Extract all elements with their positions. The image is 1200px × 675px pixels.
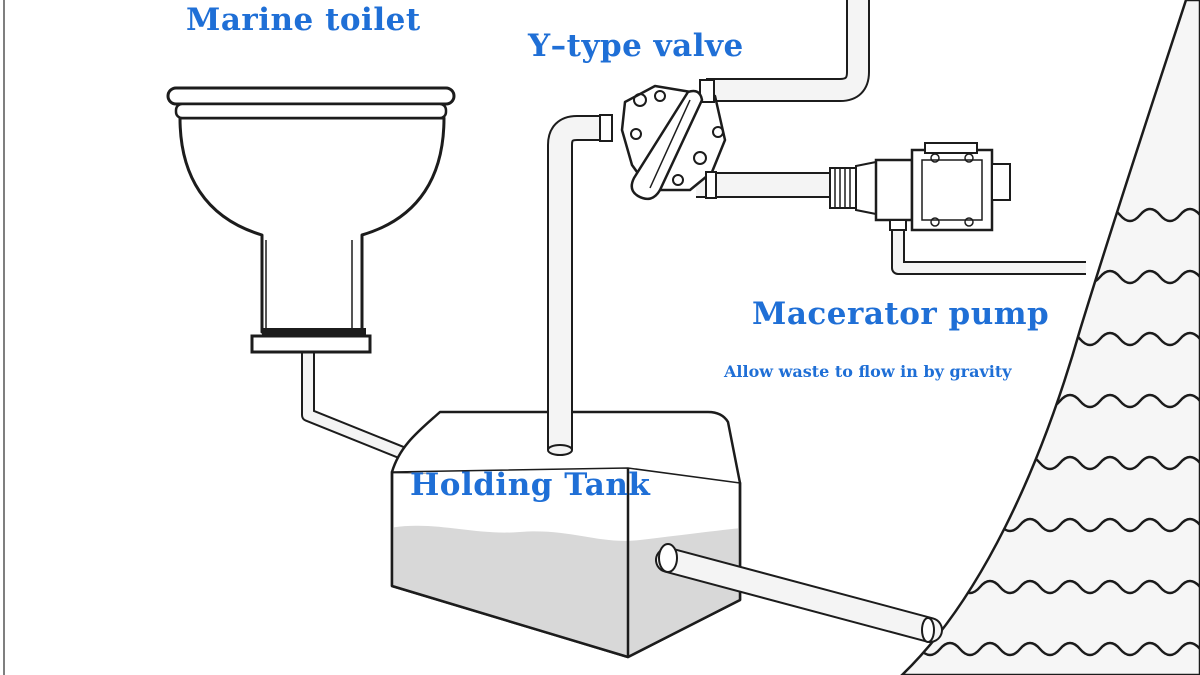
marine-toilet-icon: [166, 86, 456, 354]
hull-water-waves-icon: [900, 0, 1200, 675]
water-wave-line: [902, 641, 1200, 657]
y-valve-label: Y–type valve: [528, 28, 744, 64]
macerator-pump-icon: [829, 142, 1011, 232]
marine-toilet-label: Marine toilet: [186, 2, 421, 38]
holding-tank-label: Holding Tank: [410, 467, 651, 503]
pipe-tank-to-valve: [547, 114, 613, 456]
pipe-valve-outlet-up: [706, 0, 870, 102]
pipe-toilet-to-tank: [301, 350, 423, 467]
gravity-note-label: Allow waste to flow in by gravity: [724, 362, 1012, 381]
pipe-tank-outlet: [655, 543, 943, 643]
pipe-pump-to-hull: [891, 226, 1086, 275]
macerator-pump-label: Macerator pump: [752, 296, 1050, 332]
y-valve-icon: [620, 79, 727, 201]
